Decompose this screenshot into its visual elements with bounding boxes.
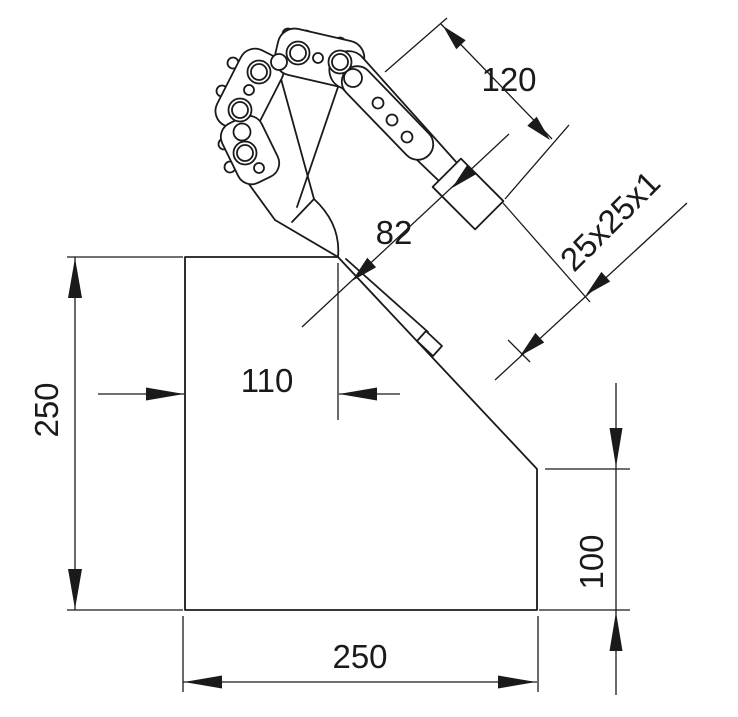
link-pin [343, 68, 363, 88]
extension-lines [67, 17, 630, 692]
arrow-down-icon [609, 428, 623, 467]
dimension-tip-offset: 110 [98, 362, 400, 401]
roller-inner [236, 144, 254, 162]
arrow-up-left-icon [443, 26, 466, 50]
dim-label-profile: 25x25x1 [553, 164, 667, 278]
dim-label-100: 100 [573, 534, 610, 589]
holder-right-edge [277, 67, 315, 200]
ext-sleeve-top [504, 124, 570, 200]
dimension-width-bottom: 250 [183, 638, 537, 689]
dimension-bar-length: 120 [440, 23, 553, 140]
roller-inner [250, 63, 268, 81]
link-hole [312, 52, 324, 64]
dim-label-120: 120 [481, 61, 536, 98]
arrow-left-icon [339, 387, 377, 401]
roller-inner [231, 101, 249, 119]
blade-chamfer-line [291, 198, 315, 223]
blade-bottom-edge [274, 219, 339, 258]
ext-bar-top [384, 17, 448, 73]
callout-tube-profile: 25x25x1 [494, 164, 688, 381]
arrow-up-icon [609, 612, 623, 651]
arrow-right-icon [146, 387, 184, 401]
arrow-left-icon [184, 675, 222, 689]
arrow-down-icon [68, 569, 82, 609]
link-pin [232, 122, 252, 142]
arrow-right-icon [498, 675, 536, 689]
arrow-down-left-icon [352, 257, 377, 281]
chain-rollers [227, 40, 363, 174]
clevis-hole [371, 96, 385, 110]
dim-line [301, 133, 510, 328]
arrow-up-icon [68, 258, 82, 298]
shank-end-cap [416, 330, 443, 357]
dim-label-250-left: 250 [28, 382, 65, 437]
plate-outline [184, 256, 538, 611]
link-hole [253, 162, 265, 174]
dim-label-110: 110 [241, 362, 294, 399]
dimension-height-right: 100 [573, 383, 623, 695]
dim-label-250-bottom: 250 [332, 638, 387, 675]
roller-inner [289, 44, 307, 62]
blade-cutting-edge [313, 198, 340, 258]
tube-bar [328, 50, 505, 231]
dimension-height-left: 250 [28, 257, 82, 610]
roller-inner [331, 53, 349, 71]
mounting-plate [184, 256, 538, 611]
bar-sleeve-section [431, 157, 505, 231]
clevis-hole [385, 113, 399, 127]
arrow-down-right-icon [527, 116, 550, 140]
link-hole [243, 84, 255, 96]
dimension-blade-section: 82 [301, 133, 510, 328]
ext-bar-edge [502, 202, 591, 303]
arrow-down-left-icon [586, 271, 611, 295]
arrow-down-left-icon [452, 164, 477, 188]
arrow-down-left-icon [520, 332, 545, 356]
ext-tick [507, 339, 531, 363]
dim-label-82: 82 [376, 214, 413, 251]
holder-left-edge [296, 86, 339, 208]
link-pin [270, 53, 288, 71]
clevis-hole [400, 130, 414, 144]
